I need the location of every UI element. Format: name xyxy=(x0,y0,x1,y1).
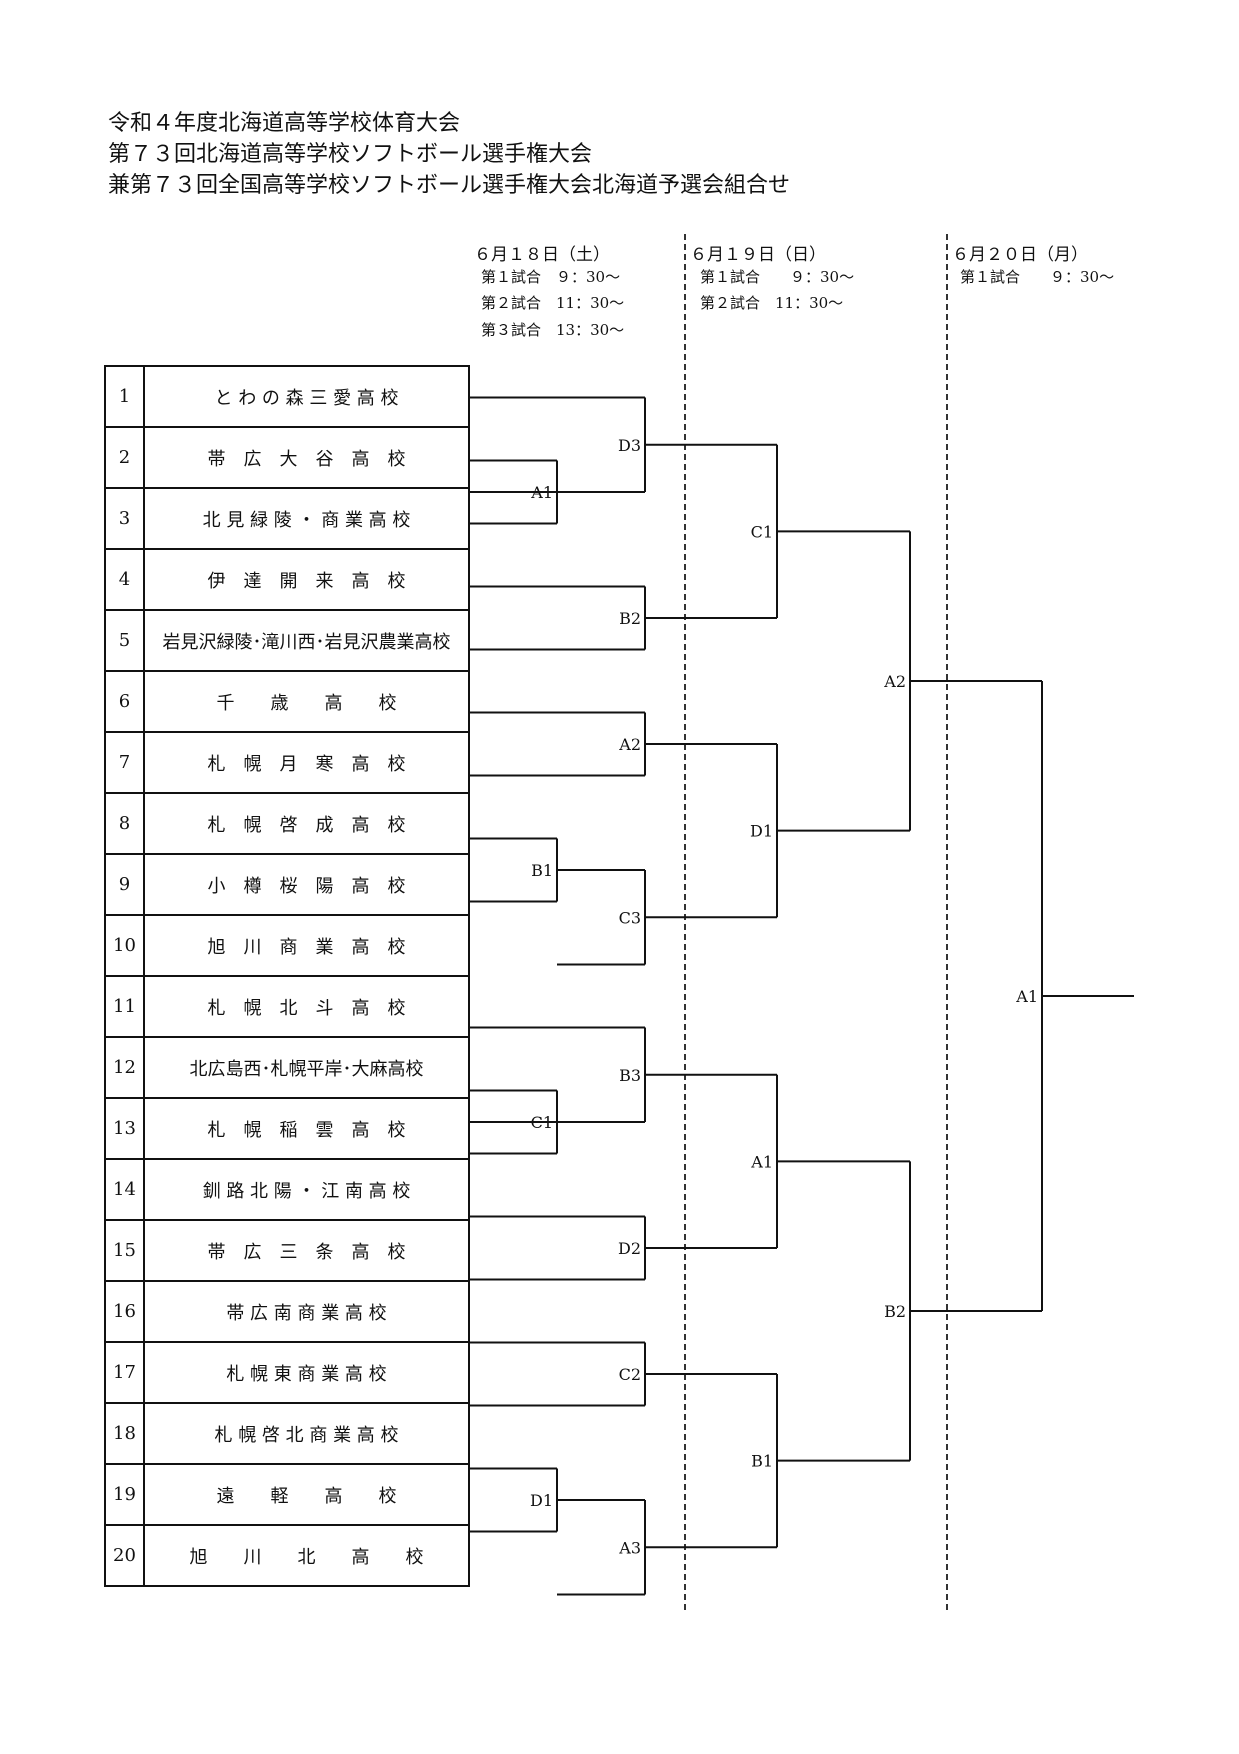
team-name: 帯 広 三 条 高 校 xyxy=(143,1219,470,1282)
team-number: 12 xyxy=(104,1036,145,1099)
match-label: D1 xyxy=(530,1491,553,1510)
team-number: 5 xyxy=(104,609,145,672)
team-number: 17 xyxy=(104,1341,145,1404)
team-name: 札 幌 東 商 業 高 校 xyxy=(143,1341,470,1404)
match-label: A3 xyxy=(618,1538,641,1557)
team-name: 帯 広 大 谷 高 校 xyxy=(143,426,470,489)
team-name: 千 歳 高 校 xyxy=(143,670,470,733)
team-number: 19 xyxy=(104,1463,145,1526)
team-name: 札 幌 月 寒 高 校 xyxy=(143,731,470,794)
day2-game1: 第１試合 ９：30～ xyxy=(700,268,855,286)
team-name: 伊 達 開 来 高 校 xyxy=(143,548,470,611)
team-number: 11 xyxy=(104,975,145,1038)
team-number: 16 xyxy=(104,1280,145,1343)
match-label: A2 xyxy=(883,672,906,691)
team-number: 3 xyxy=(104,487,145,550)
match-label: B1 xyxy=(531,861,553,880)
team-name: 北広島西･札幌平岸･大麻高校 xyxy=(143,1036,470,1099)
team-name: 札 幌 稲 雲 高 校 xyxy=(143,1097,470,1160)
match-label: B1 xyxy=(751,1452,773,1471)
team-name: 帯 広 南 商 業 高 校 xyxy=(143,1280,470,1343)
team-name: 遠 軽 高 校 xyxy=(143,1463,470,1526)
day1-date: ６月１８日（土） xyxy=(474,245,610,265)
title-line-3: 兼第７３回全国高等学校ソフトボール選手権大会北海道予選会組合せ xyxy=(108,173,791,198)
team-name: 札 幌 啓 北 商 業 高 校 xyxy=(143,1402,470,1465)
team-name: 北 見 緑 陵 ・ 商 業 高 校 xyxy=(143,487,470,550)
match-label: C3 xyxy=(619,908,641,927)
team-number: 14 xyxy=(104,1158,145,1221)
title-line-2: 第７３回北海道高等学校ソフトボール選手権大会 xyxy=(108,142,593,167)
team-name: 札 幌 北 斗 高 校 xyxy=(143,975,470,1038)
day1-game1: 第１試合 ９：30～ xyxy=(481,268,621,286)
day1-game2: 第２試合 11：30～ xyxy=(481,294,625,312)
day2-game2: 第２試合 11：30～ xyxy=(700,294,844,312)
day3-game1: 第１試合 ９：30～ xyxy=(960,268,1115,286)
team-number: 15 xyxy=(104,1219,145,1282)
team-number: 4 xyxy=(104,548,145,611)
team-number: 1 xyxy=(104,365,145,428)
team-number: 6 xyxy=(104,670,145,733)
title-line-1: 令和４年度北海道高等学校体育大会 xyxy=(108,111,461,136)
day2-day3-separator xyxy=(946,234,948,1610)
day2-date: ６月１９日（日） xyxy=(690,245,826,265)
team-name: 小 樽 桜 陽 高 校 xyxy=(143,853,470,916)
match-label: C2 xyxy=(619,1365,641,1384)
match-label: D1 xyxy=(750,822,773,841)
day3-date: ６月２０日（月） xyxy=(952,245,1088,265)
match-label: B2 xyxy=(884,1302,906,1321)
team-number: 18 xyxy=(104,1402,145,1465)
day1-game3: 第３試合 13：30～ xyxy=(481,321,625,339)
team-number: 8 xyxy=(104,792,145,855)
match-label: C1 xyxy=(751,522,773,541)
day1-day2-separator xyxy=(684,234,686,1610)
team-name: と わ の 森 三 愛 高 校 xyxy=(143,365,470,428)
match-label: A1 xyxy=(1015,987,1038,1006)
team-name: 旭 川 商 業 高 校 xyxy=(143,914,470,977)
match-label: B2 xyxy=(619,609,641,628)
team-name: 旭 川 北 高 校 xyxy=(143,1524,470,1587)
team-name: 札 幌 啓 成 高 校 xyxy=(143,792,470,855)
team-name: 岩見沢緑陵･滝川西･岩見沢農業高校 xyxy=(143,609,470,672)
team-name: 釧 路 北 陽 ・ 江 南 高 校 xyxy=(143,1158,470,1221)
team-number: 10 xyxy=(104,914,145,977)
team-number: 7 xyxy=(104,731,145,794)
match-label: B3 xyxy=(619,1066,641,1085)
match-label: A2 xyxy=(618,735,641,754)
team-number: 9 xyxy=(104,853,145,916)
team-number: 20 xyxy=(104,1524,145,1587)
team-number: 2 xyxy=(104,426,145,489)
match-label: D2 xyxy=(618,1239,641,1258)
match-label: A1 xyxy=(750,1152,773,1171)
team-number: 13 xyxy=(104,1097,145,1160)
match-label: D3 xyxy=(618,436,641,455)
